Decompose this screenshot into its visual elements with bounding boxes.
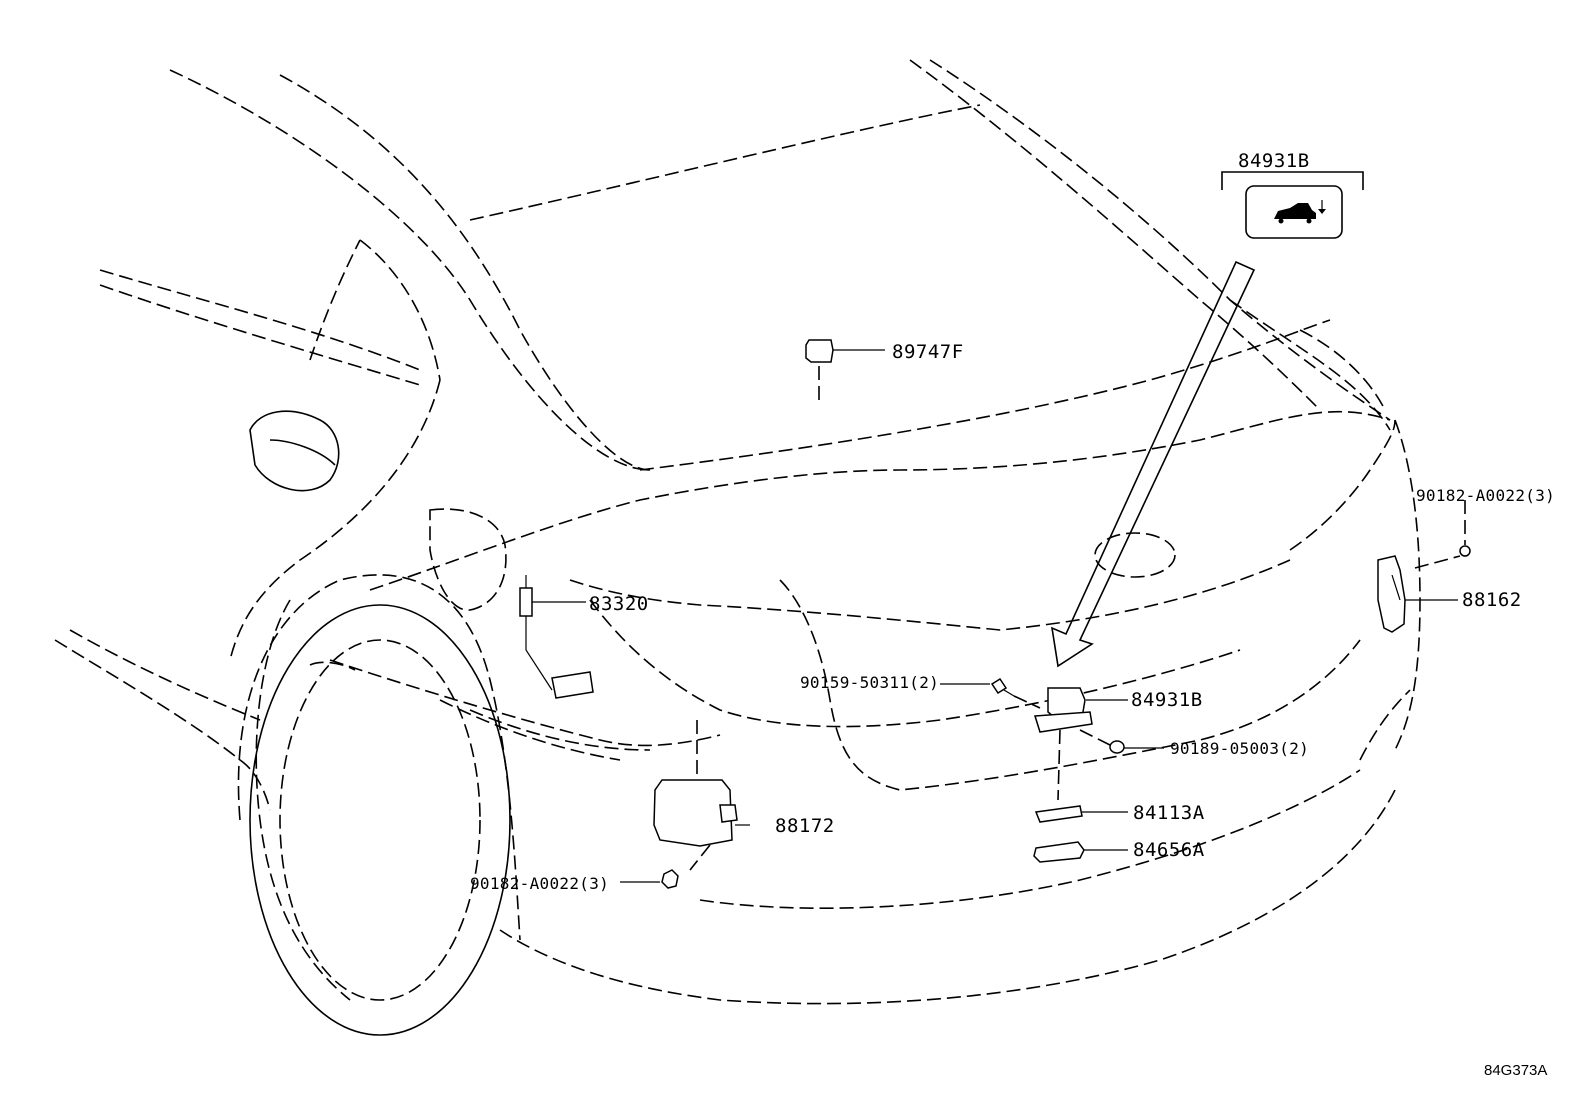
part-label-83320: 83320	[589, 593, 649, 615]
part-label-89747F: 89747F	[892, 341, 964, 363]
part-label-88172: 88172	[775, 815, 835, 837]
part-label-90189: 90189-05003(2)	[1170, 739, 1310, 758]
part-label-84113A: 84113A	[1133, 802, 1205, 824]
part-label-90182-upper: 90182-A0022(3)	[1416, 486, 1556, 505]
part-label-90182-lower: 90182-A0022(3)	[470, 874, 610, 893]
figure-id: 84G373A	[1484, 1062, 1548, 1079]
part-label-84656A: 84656A	[1133, 839, 1205, 861]
trunk-open-icon	[1274, 200, 1326, 224]
part-label-90159: 90159-50311(2)	[800, 673, 940, 692]
part-label-84931B: 84931B	[1131, 689, 1203, 711]
switch-symbol-box	[1245, 185, 1343, 239]
part-label-88162: 88162	[1462, 589, 1522, 611]
switch-header-label: 84931B	[1238, 150, 1310, 172]
